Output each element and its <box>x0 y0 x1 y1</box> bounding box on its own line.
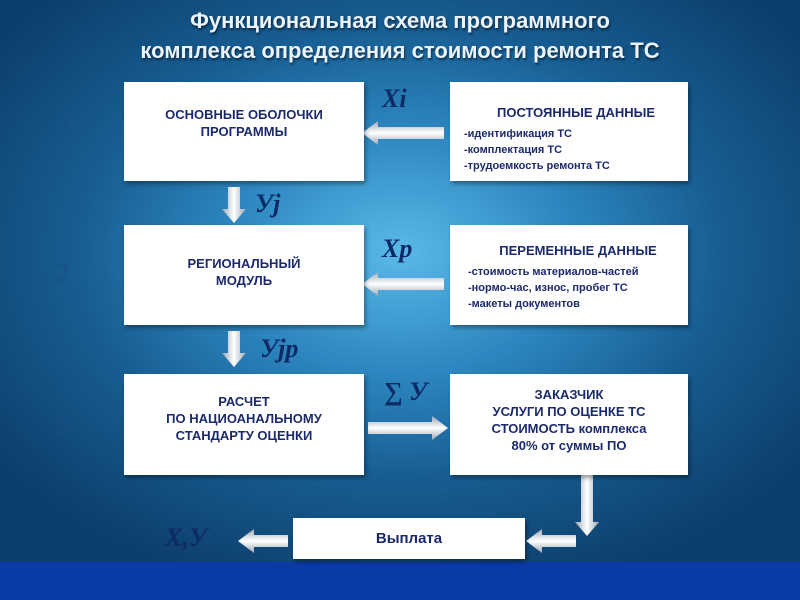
box-variable-data: ПЕРЕМЕННЫЕ ДАННЫЕ -стоимость материалов-… <box>450 225 688 325</box>
constant-data-item: -трудоемкость ремонта ТС <box>464 160 610 172</box>
box-program-shells: ОСНОВНЫЕ ОБОЛОЧКИ ПРОГРАММЫ <box>124 82 364 181</box>
arrow-down-customer <box>575 474 599 536</box>
box-calculation-line-2: ПО НАЦИОАНАЛЬНОМУ <box>166 411 322 426</box>
box-program-shells-line-1: ОСНОВНЫЕ ОБОЛОЧКИ <box>165 107 323 122</box>
variable-xy: X,У <box>165 523 207 552</box>
box-regional-module: РЕГИОНАЛЬНЫЙ МОДУЛЬ <box>124 225 364 325</box>
box-calculation-line-3: СТАНДАРТУ ОЦЕНКИ <box>175 428 313 443</box>
box-variable-data-heading: ПЕРЕМЕННЫЕ ДАННЫЕ <box>499 243 657 258</box>
box-regional-module-line-1: РЕГИОНАЛЬНЫЙ <box>187 256 301 271</box>
arrow-down-2 <box>222 331 246 367</box>
arrow-right-3 <box>368 416 448 440</box>
box-constant-data-heading: ПОСТОЯННЫЕ ДАННЫЕ <box>496 105 656 120</box>
box-customer-line-1: ЗАКАЗЧИК <box>534 387 604 402</box>
arrow-left-payout <box>526 529 576 553</box>
variable-sum-y: ∑ У <box>384 377 428 406</box>
diagram-title: Функциональная схема программного компле… <box>0 6 800 66</box>
box-customer-line-3: СТОИМОСТЬ комплекса <box>491 421 647 436</box>
box-constant-data: ПОСТОЯННЫЕ ДАННЫЕ -идентификация ТС -ком… <box>450 82 688 181</box>
arrow-left-xy <box>238 529 288 553</box>
constant-data-item: -идентификация ТС <box>464 128 572 140</box>
box-customer-line-2: УСЛУГИ ПО ОЦЕНКЕ ТС <box>492 404 646 419</box>
bottom-band <box>0 562 800 600</box>
row-number-2: 2 <box>56 258 69 287</box>
arrow-left-2 <box>362 272 444 296</box>
row-number-1: 1 <box>60 108 73 137</box>
variable-yj: Уj <box>255 189 281 218</box>
arrow-down-1 <box>222 187 246 223</box>
arrow-left-1 <box>362 121 444 145</box>
box-payout-label: Выплата <box>375 530 443 547</box>
variable-xp: Xp <box>382 234 413 263</box>
box-calculation-line-1: РАСЧЕТ <box>218 394 270 409</box>
box-regional-module-line-2: МОДУЛЬ <box>215 273 273 288</box>
box-payout: Выплата <box>293 518 525 559</box>
variable-yjp: Уjp <box>260 334 299 363</box>
variable-data-item: -стоимость материалов-частей <box>468 266 639 278</box>
row-number-3: 3 <box>56 410 69 439</box>
box-customer-line-4: 80% от суммы ПО <box>511 438 627 453</box>
box-calculation: РАСЧЕТ ПО НАЦИОАНАЛЬНОМУ СТАНДАРТУ ОЦЕНК… <box>124 374 364 475</box>
variable-data-item: -макеты документов <box>468 298 580 310</box>
constant-data-item: -комплектация ТС <box>464 144 563 156</box>
box-customer: ЗАКАЗЧИК УСЛУГИ ПО ОЦЕНКЕ ТС СТОИМОСТЬ к… <box>450 374 688 475</box>
box-program-shells-line-2: ПРОГРАММЫ <box>200 124 288 139</box>
variable-xi: Xi <box>382 84 407 113</box>
title-line-1: Функциональная схема программного <box>190 8 610 33</box>
title-line-2: комплекса определения стоимости ремонта … <box>140 38 660 63</box>
variable-data-item: -нормо-час, износ, пробег ТС <box>468 282 628 294</box>
